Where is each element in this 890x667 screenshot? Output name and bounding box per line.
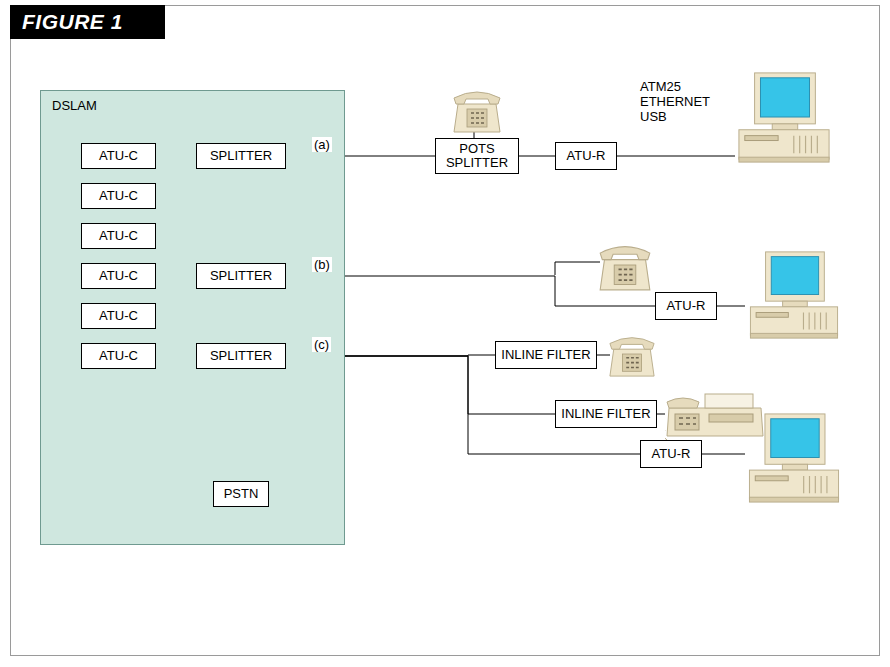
pots-splitter-box: POTS SPLITTER <box>435 138 519 174</box>
computer-icon <box>750 252 837 338</box>
atu-c-box: ATU-C <box>81 343 156 369</box>
box-label: ATU-C <box>96 149 141 163</box>
line-label: (b) <box>312 257 332 272</box>
atu-c-box: ATU-C <box>81 263 156 289</box>
splitter-box: SPLITTER <box>196 263 286 289</box>
telephone-icon <box>600 247 650 290</box>
telephone-icon <box>610 338 654 376</box>
box-label: ATU-C <box>96 349 141 363</box>
box-label: SPLITTER <box>207 149 275 163</box>
splitter-box: SPLITTER <box>196 343 286 369</box>
box-label: SPLITTER <box>207 349 275 363</box>
box-label: ATU-R <box>564 149 609 163</box>
atu-c-box: ATU-C <box>81 303 156 329</box>
figure-title: FIGURE 1 <box>10 10 123 34</box>
box-label: ATU-C <box>96 189 141 203</box>
atu-c-box: ATU-C <box>81 223 156 249</box>
pstn-box: PSTN <box>213 481 269 507</box>
box-label: ATU-R <box>664 299 709 313</box>
figure-frame <box>11 6 880 656</box>
line-connector <box>519 156 555 157</box>
inline-filter-box: INLINE FILTER <box>555 400 657 428</box>
interface-label: ETHERNET <box>640 95 710 110</box>
box-label: SPLITTER <box>207 269 275 283</box>
splitter-box: SPLITTER <box>196 143 286 169</box>
line-label: (a) <box>312 137 332 152</box>
interface-label: ATM25 <box>640 80 681 95</box>
dslam-group: DSLAM ATU-C ATU-C ATU-C ATU-C ATU-C ATU-C SPLIT… <box>40 90 345 545</box>
computer-icon <box>749 414 838 502</box>
interface-label: USB <box>640 110 667 125</box>
group-heading: DSLAM <box>49 99 100 113</box>
line-label: (c) <box>312 337 331 352</box>
telephone-icon <box>454 92 500 132</box>
atu-r-box: ATU-R <box>640 440 702 468</box>
figure-title-band: FIGURE 1 <box>10 5 165 39</box>
atu-r-box: ATU-R <box>655 292 717 320</box>
computer-icon <box>739 73 829 162</box>
box-label: ATU-C <box>96 269 141 283</box>
box-label: ATU-C <box>96 229 141 243</box>
atu-c-box: ATU-C <box>81 143 156 169</box>
atu-r-box: ATU-R <box>555 142 617 170</box>
atu-c-box: ATU-C <box>81 183 156 209</box>
fax-icon <box>663 394 763 440</box>
box-label: INLINE FILTER <box>558 407 653 421</box>
inline-filter-box: INLINE FILTER <box>495 341 597 369</box>
box-label: INLINE FILTER <box>498 348 593 362</box>
customer-wiring <box>474 132 745 454</box>
box-label: POTS SPLITTER <box>436 142 518 171</box>
box-label: PSTN <box>221 487 262 501</box>
box-label: ATU-R <box>649 447 694 461</box>
box-label: ATU-C <box>96 309 141 323</box>
